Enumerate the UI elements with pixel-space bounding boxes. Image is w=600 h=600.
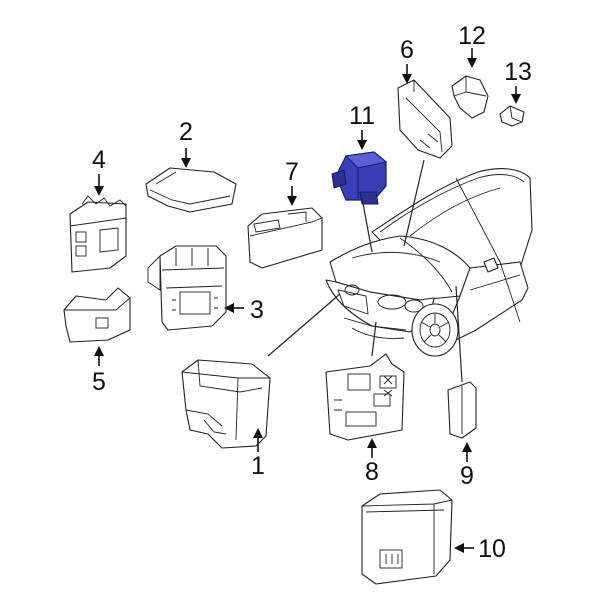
part-6-control-unit	[397, 79, 453, 159]
part-13-fuse	[499, 105, 525, 127]
part-12-relay	[451, 75, 489, 119]
part-10-control-box	[361, 489, 453, 585]
part-9-module	[447, 381, 477, 439]
callout-3[interactable]: 3	[250, 296, 264, 324]
callout-12[interactable]: 12	[458, 22, 486, 50]
part-11-relay-highlighted	[331, 151, 388, 205]
callout-4[interactable]: 4	[92, 146, 106, 174]
part-8-relay-board	[325, 353, 405, 441]
callout-5[interactable]: 5	[92, 368, 106, 396]
leader-lines	[267, 159, 463, 383]
callout-7[interactable]: 7	[285, 158, 299, 186]
part-2-cover	[145, 167, 237, 213]
part-4-module	[69, 195, 127, 273]
callout-6[interactable]: 6	[400, 36, 414, 64]
callout-8[interactable]: 8	[365, 458, 379, 486]
callout-10[interactable]: 10	[478, 535, 506, 563]
callout-1[interactable]: 1	[251, 452, 265, 480]
callout-11[interactable]: 11	[349, 102, 375, 130]
part-7-module	[247, 207, 323, 269]
callout-arrows	[94, 48, 521, 553]
part-5-module	[63, 287, 131, 343]
callout-2[interactable]: 2	[179, 118, 193, 146]
callout-13[interactable]: 13	[504, 58, 532, 86]
part-3-fuse-box	[147, 245, 227, 331]
callout-numbers: 1 2 3 4 5 6 7 8 9 10 11 12 13	[92, 22, 532, 563]
part-1-housing	[181, 359, 271, 449]
callout-9[interactable]: 9	[460, 462, 474, 490]
vehicle-illustration	[325, 168, 533, 357]
